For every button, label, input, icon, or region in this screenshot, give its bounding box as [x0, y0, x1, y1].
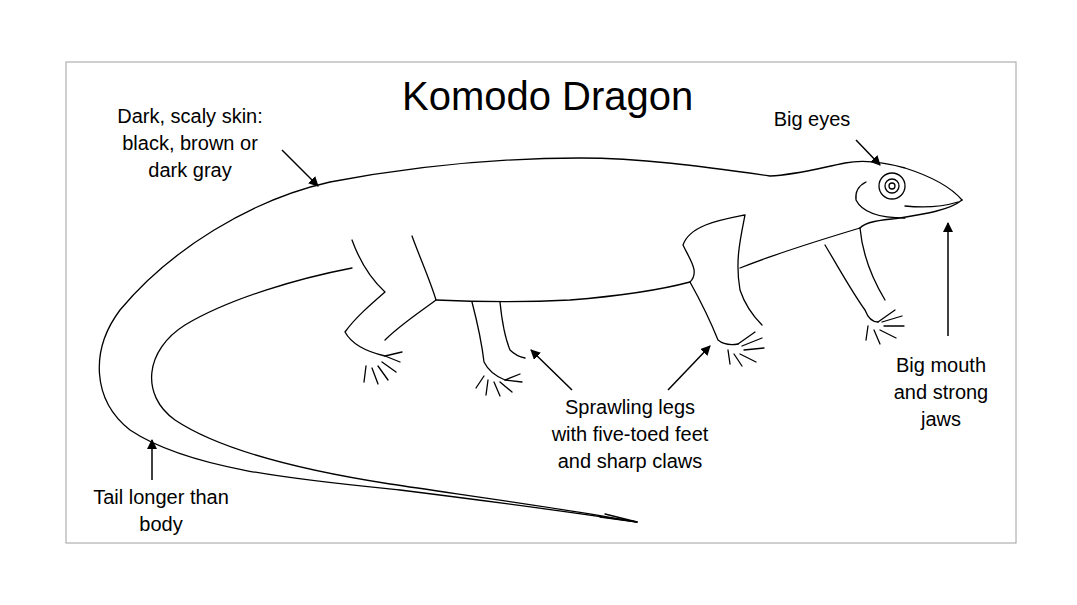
leader-arrow [282, 150, 318, 186]
claws [364, 352, 402, 384]
tail-inner [152, 268, 637, 522]
callout-label: Big eyes [752, 106, 872, 133]
claws [728, 332, 764, 366]
eye-inner [885, 179, 899, 193]
leader-arrow [668, 346, 710, 390]
eye-pupil [889, 183, 895, 189]
leader-arrow [856, 140, 880, 165]
callout-label: Big mouth and strong jaws [885, 352, 997, 433]
leader-arrow [947, 223, 949, 336]
body-outline [99, 158, 962, 522]
tail-tip [600, 514, 637, 522]
diagram-title: Komodo Dragon [402, 72, 693, 120]
claws [476, 374, 522, 396]
claws [866, 310, 904, 344]
hind-leg [472, 302, 525, 380]
neck [740, 228, 860, 268]
callout-label: Tail longer than body [85, 484, 237, 538]
hind-leg [345, 236, 436, 356]
fore-leg [683, 215, 762, 345]
callout-label: Sprawling legs with five-toed feet and s… [547, 394, 713, 475]
fore-leg [825, 228, 885, 322]
leader-arrow [531, 350, 572, 390]
eye [879, 173, 905, 199]
callout-label: Dark, scaly skin: black, brown or dark g… [109, 103, 271, 184]
frame [66, 62, 1016, 543]
belly [436, 282, 690, 302]
mouth-line [905, 202, 958, 207]
jaw [856, 182, 962, 228]
leader-arrow [151, 440, 153, 480]
